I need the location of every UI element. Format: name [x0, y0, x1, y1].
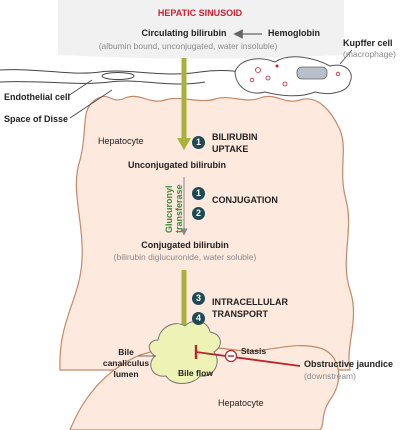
canaliculus-label-line1: Bile — [118, 347, 134, 357]
endothelial-leader — [67, 79, 93, 97]
bile-flow-label: Bile flow — [178, 368, 213, 378]
circulating-bilirubin-detail: (albumin bound, unconjugated, water inso… — [98, 41, 278, 51]
transport-label-line1: INTRACELLULAR — [212, 297, 288, 307]
step-badge-conjugation-2: 2 — [192, 207, 205, 220]
kupffer-cell — [234, 56, 352, 97]
step-badge-uptake: 1 — [192, 136, 205, 149]
enzyme-label: Glucuronyl transferase — [164, 184, 185, 233]
hepatocyte-upper-label: Hepatocyte — [98, 136, 144, 146]
conjugated-bilirubin-detail: (bilirubin diglucuronide, water soluble) — [113, 252, 257, 262]
sinusoid-lumen — [58, 0, 344, 59]
sinusoid-title: HEPATIC SINUSOID — [157, 8, 243, 18]
step-badge-conjugation-1: 1 — [192, 187, 205, 200]
kupffer-nucleus — [296, 66, 328, 80]
circulating-bilirubin-label: Circulating bilirubin — [141, 28, 227, 38]
conjugated-bilirubin-label: Conjugated bilirubin — [141, 240, 229, 250]
conjugation-label: CONJUGATION — [212, 195, 278, 205]
hepatocyte-lower-label: Hepatocyte — [218, 398, 264, 408]
obstructive-jaundice-detail: (downstream) — [304, 371, 356, 381]
uptake-arrow-head — [177, 138, 191, 150]
endothelial-cell-label: Endothelial cell — [4, 92, 71, 102]
kupffer-leader — [339, 49, 353, 65]
transport-label-line2: TRANSPORT — [212, 309, 268, 319]
uptake-label-line2: UPTAKE — [212, 144, 249, 154]
stasis-label: Stasis — [241, 346, 267, 356]
obstruction-line — [195, 351, 301, 367]
obstructive-jaundice-label: Obstructive jaundice — [304, 359, 394, 369]
unconjugated-bilirubin-label: Unconjugated bilirubin — [128, 160, 226, 170]
kupffer-cell-detail: (macrophage) — [343, 49, 396, 59]
hepatocyte-lower — [69, 345, 340, 430]
bile-canaliculus — [148, 320, 221, 384]
canaliculus-label-line3: lumen — [113, 369, 139, 379]
step-badge-transport-4: 4 — [192, 312, 205, 325]
endothelial-nucleus — [101, 72, 135, 80]
hemoglobin-label: Hemoglobin — [268, 28, 320, 38]
step-badge-transport-3: 3 — [192, 292, 205, 305]
space-of-disse-label: Space of Disse — [4, 114, 69, 124]
enzyme-line2: transferase — [173, 184, 184, 233]
hepatocyte-upper — [59, 95, 355, 371]
uptake-label-line1: BILIRUBIN — [212, 132, 258, 142]
canaliculus-label-line2: canaliculus — [102, 358, 150, 368]
kupffer-cell-label: Kupffer cell — [343, 38, 393, 48]
disse-leader — [69, 89, 113, 119]
